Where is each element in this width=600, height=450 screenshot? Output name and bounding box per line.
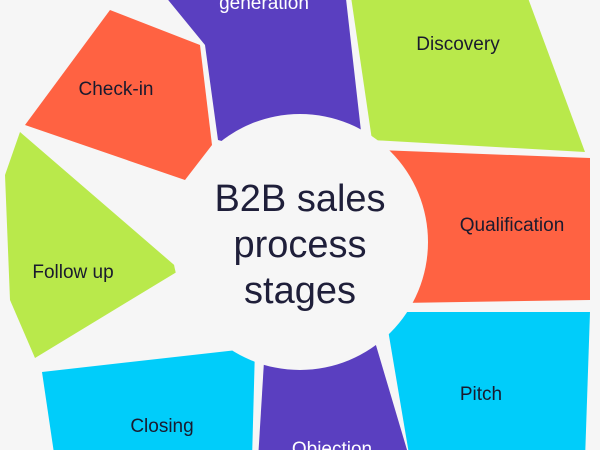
segment-follow-up bbox=[5, 132, 180, 358]
segment-check-in bbox=[25, 10, 212, 180]
center-circle bbox=[172, 114, 428, 370]
segment-discovery bbox=[351, 0, 585, 152]
segment-label-follow-up: Follow up bbox=[32, 262, 114, 283]
segment-label-lead-generation: generation bbox=[219, 0, 309, 14]
segment-label-qualification: Qualification bbox=[459, 215, 565, 236]
center-title: B2B sales process stages bbox=[214, 178, 386, 312]
segment-qualification bbox=[378, 150, 590, 303]
segment-closing bbox=[42, 348, 255, 450]
segment-label-objection: Objection bbox=[291, 439, 373, 450]
segment-label-discovery: Discovery bbox=[416, 34, 500, 55]
segment-label-closing: Closing bbox=[130, 416, 194, 437]
segment-label-pitch: Pitch bbox=[459, 384, 503, 405]
segment-lead-generation bbox=[168, 0, 362, 150]
segment-pitch bbox=[385, 312, 590, 450]
segment-label-check-in: Check-in bbox=[78, 79, 154, 100]
